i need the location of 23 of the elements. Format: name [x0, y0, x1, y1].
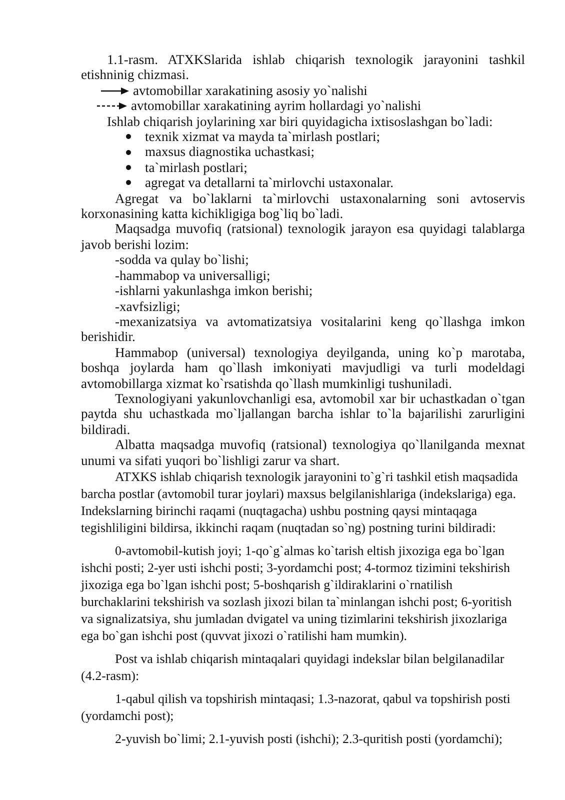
bullet-item: ta`mirlash postlari; — [145, 160, 248, 176]
paragraph-text: 2-yuvish bo`limi; 2.1-yuvish posti (ishchi); 2.3-quritish posti (yordamchi); — [114, 730, 504, 747]
paragraph-text: ATXKS ishlab chiqarish texnologik jarayonini to`g`ri tashkil etish maqsadida barcha postlar (avtomobil turar joylari) maxsus belgilanishlariga (indekslariga) ega. Indekslarning birinchi raqami (nuqtagacha) ushbu postning qaysi mintaqaga tegishliligini bildirsa, ikkinchi raqam (nuqtadan so`ng) postning turini bildiradi: — [81, 468, 519, 536]
paragraph-text: Post va ishlab chiqarish mintaqalari quyidagi indekslar bilan belgilanadilar (4.2-rasm): — [81, 650, 506, 684]
bullet-item: texnik xizmat va mayda ta`mirlash postlari; — [145, 129, 380, 144]
paragraph-text: 1-qabul qilish va topshirish mintaqasi; 1.3-nazorat, qabul va topshirish posti (yordamchi post); — [81, 690, 512, 724]
paragraph-text: Maqsadga muvofiq (ratsional) texnologik jarayon esa quyidagi talablarga javob berishi lozim: — [81, 221, 525, 252]
paragraph-text: -xavfsizligi; — [114, 298, 182, 314]
bullet-item: maxsus diagnostika uchastkasi; — [145, 144, 314, 160]
legend-text: avtomobillar xarakatining asosiy yo`nalishi — [133, 82, 368, 98]
paragraph-text: Agregat va bo`laklarni ta`mirlovchi ustaxonalarning soni avtoservis korxonasining katta kichikligiga bog`liq bo`ladi. — [81, 190, 525, 222]
legend-text: avtomobillar xarakatining ayrim hollardagi yo`nalishi — [131, 98, 422, 114]
figure-caption: 1.1-rasm. ATXKSlarida ishlab chiqarish texnologik jarayonini tashkil etishninig chizmasi. — [81, 52, 525, 83]
paragraph-text: -mexanizatsiya va avtomatizatsiya vositalarini keng qo`llashga imkon berishidir. — [81, 314, 525, 345]
paragraph-text: -sodda va qulay bo`lishi; — [114, 252, 250, 268]
paragraph-text: Ishlab chiqarish joylarining xar biri quyidagicha ixtisoslashgan bo`ladi: — [106, 114, 494, 130]
bullet-item: agregat va detallarni ta`mirlovchi ustaxonalar. — [145, 175, 394, 191]
paragraph-text: Texnologiyani yakunlovchanligi esa, avtomobil xar bir uchastkadan o`tgan paytda shu uchastkada mo`ljallangan barcha ishlar to`la bajarilishi zarurligini bildiradi. — [81, 390, 525, 438]
paragraph-text: Hammabop (universal) texnologiya deyilganda, uning ko`p marotaba, boshqa joylarda ham qo`llash imkoniyati mavjudligi va turli modeldagi avtomobillarga xizmat ko`rsatishda qo`llash mumkinligi tushuniladi. — [81, 344, 525, 391]
paragraph-text: Albatta maqsadga muvofiq (ratsional) texnologiya qo`llanilganda mexnat unumi va sifati yuqori bo`lishligi zarur va shart. — [81, 437, 525, 468]
paragraph-text: -hammabop va universalligi; — [114, 268, 272, 284]
paragraph-text: -ishlarni yakunlashga imkon berishi; — [114, 283, 314, 298]
paragraph-text: 0-avtomobil-kutish joyi; 1-qo`g`almas ko`tarish eltish jixoziga ega bo`lgan ishchi posti; 2-yer usti ishchi posti; 3-yordamchi post; 4-tormoz tizimini tekshirish jixoziga ega bo`lgan ishchi post; 5-boshqarish g`ildiraklarini o`rnatilish burchaklarini tekshirish va sozlash jixozi bilan ta`minlangan ishchi post; 6-yoritish va signalizatsiya, shu jumladan dvigatel va uning tizimlarini tekshirish jixozlariga ega bo`gan ishchi post (quvvat jixozi o`ratilishi ham mumkin). — [81, 542, 513, 644]
